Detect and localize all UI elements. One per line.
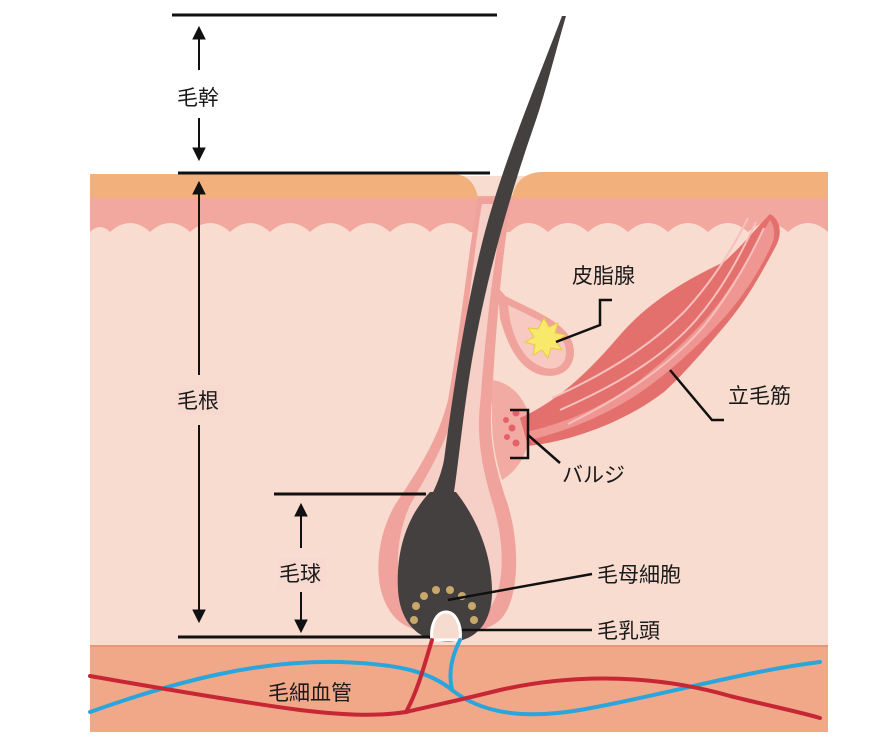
muscle-fiber (551, 217, 749, 399)
label-matrix-cells: 毛母細胞 (597, 563, 681, 587)
vessel-blue-up (448, 638, 462, 692)
label-arrector-pili: 立毛筋 (728, 384, 791, 408)
matrix-cell (470, 616, 478, 624)
sebaceous-gland (494, 290, 575, 376)
subcutis (90, 646, 828, 732)
hair-shaft-and-root (426, 16, 566, 505)
matrix-cell (410, 616, 418, 624)
label-bg (278, 558, 326, 588)
labels: 毛幹 毛根 毛球 皮脂腺 立毛筋 バルジ 毛母細胞 毛乳頭 毛細血管 (176, 82, 791, 705)
label-hair-shaft: 毛幹 (177, 86, 219, 110)
matrix-leader (447, 572, 593, 602)
bulge-bracket (510, 408, 530, 460)
upper-dermis (90, 196, 828, 232)
label-bg (176, 385, 224, 415)
capillaries (88, 638, 822, 720)
label-sebaceous-gland: 皮脂腺 (572, 264, 635, 288)
bulge-stem-cell (503, 417, 509, 423)
matrix-cell (432, 586, 440, 594)
bulge-stem-cell (504, 434, 510, 440)
muscle-fiber (559, 221, 757, 411)
vessel-red (88, 674, 822, 720)
arrowhead (294, 619, 308, 634)
bulge-leader (527, 434, 561, 464)
arrowhead (192, 147, 206, 162)
measure-guides (172, 13, 497, 639)
arrector-pili-muscle (520, 214, 780, 446)
label-hair-bulb: 毛球 (279, 562, 321, 586)
muscle-fiber (567, 227, 765, 425)
bulge-stem-cell (508, 424, 516, 432)
matrix-cell (420, 592, 428, 600)
arrowhead (192, 609, 206, 624)
muscle-body (520, 214, 780, 446)
muscle-leader (669, 369, 724, 422)
arrowhead (192, 25, 206, 40)
arrowhead (192, 180, 206, 195)
label-capillaries: 毛細血管 (268, 681, 352, 705)
epidermis-left (90, 174, 478, 198)
label-bulge: バルジ (562, 463, 625, 487)
label-dermal-papilla: 毛乳頭 (597, 619, 660, 643)
matrix-cell (446, 586, 454, 594)
hair (397, 16, 566, 642)
label-hair-root: 毛根 (177, 389, 219, 413)
vessel-red-up (404, 638, 434, 714)
epidermis-right (512, 172, 828, 198)
label-bg (176, 82, 224, 112)
leader-lines (447, 298, 724, 632)
bulge-stem-cell (512, 439, 520, 447)
matrix-cell (468, 602, 476, 610)
arrowhead (294, 502, 308, 517)
sebum-burst (523, 316, 568, 360)
sebaceous-leader (555, 298, 612, 344)
matrix-cell (412, 602, 420, 610)
dermal-papilla (430, 610, 462, 642)
